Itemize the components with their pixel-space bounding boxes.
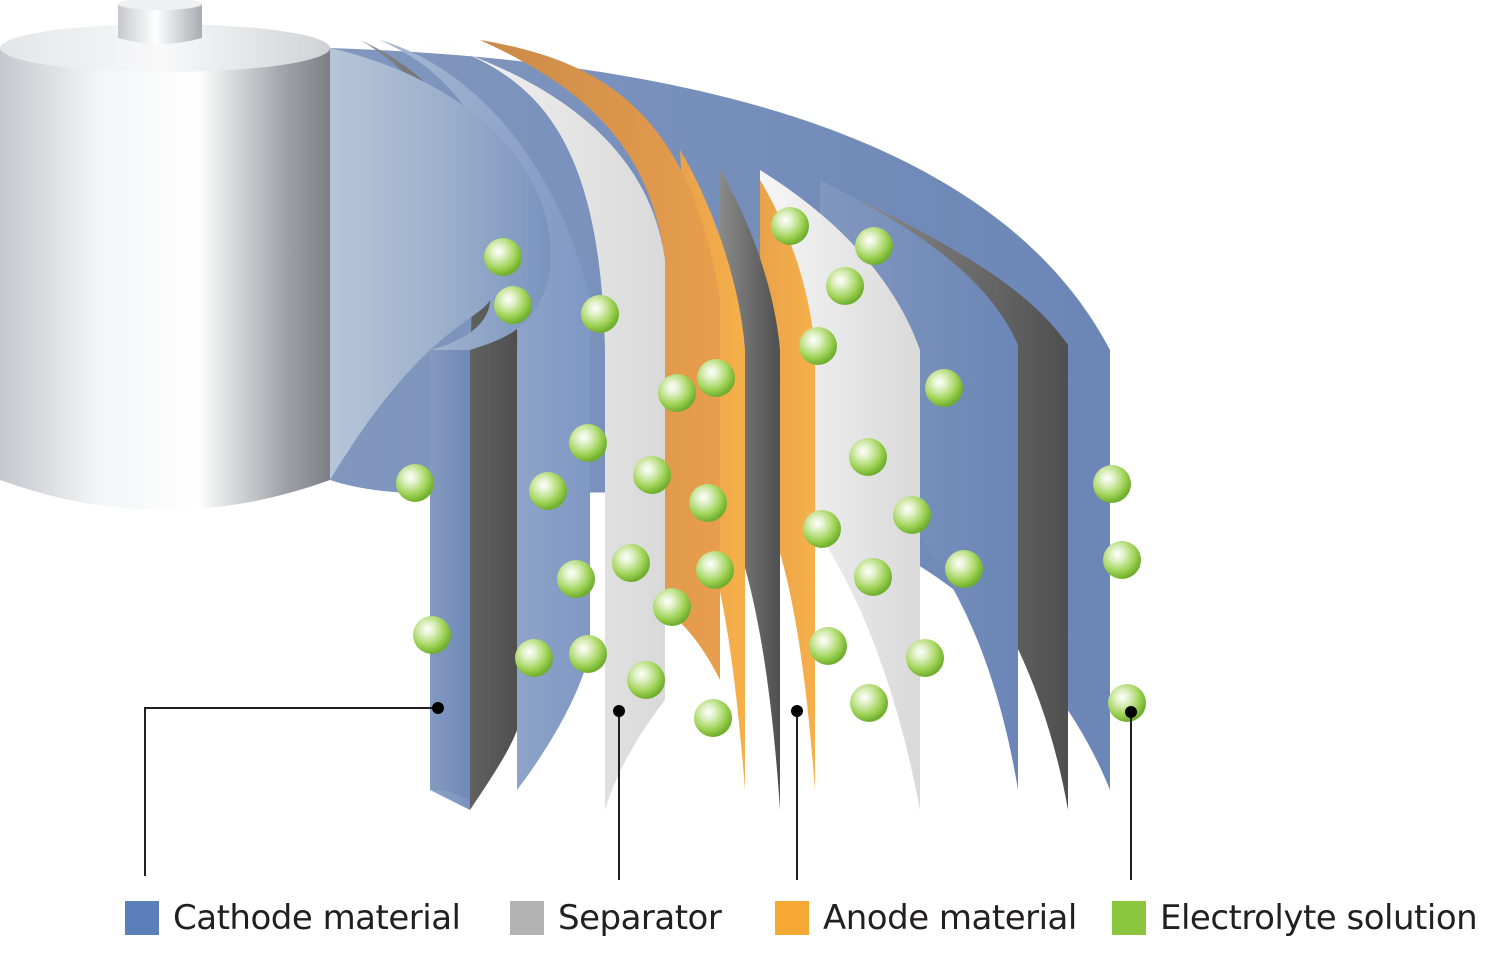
electrolyte-particle <box>893 496 931 534</box>
legend-item-anode: Anode material <box>775 890 1077 946</box>
electrolyte-particle <box>694 699 732 737</box>
callout-dot-anode <box>791 705 803 717</box>
legend-swatch-electrolyte <box>1112 901 1146 935</box>
legend-label-electrolyte: Electrolyte solution <box>1160 898 1478 938</box>
electrolyte-particle <box>569 635 607 673</box>
callout-dot-cathode <box>432 702 444 714</box>
cylinder-core <box>0 0 330 510</box>
electrolyte-particle <box>906 639 944 677</box>
separator-layer-inner <box>420 38 665 810</box>
legend-item-separator: Separator <box>510 890 722 946</box>
electrolyte-particle <box>1103 541 1141 579</box>
electrolyte-particle <box>925 369 963 407</box>
electrolyte-particle <box>850 684 888 722</box>
electrolyte-particle <box>771 207 809 245</box>
electrolyte-particle <box>809 627 847 665</box>
electrolyte-particle <box>849 438 887 476</box>
electrolyte-particles <box>396 207 1146 737</box>
electrolyte-particle <box>413 616 451 654</box>
electrolyte-particle <box>484 238 522 276</box>
electrolyte-particle <box>803 510 841 548</box>
electrolyte-particle <box>396 464 434 502</box>
electrolyte-particle <box>633 456 671 494</box>
legend: Cathode material Separator Anode materia… <box>0 890 1500 946</box>
legend-label-cathode: Cathode material <box>173 898 461 938</box>
electrolyte-particle <box>854 558 892 596</box>
electrolyte-particle <box>581 295 619 333</box>
anode-back-sheet <box>480 40 720 680</box>
callout-dot-electrolyte <box>1125 706 1137 718</box>
legend-swatch-cathode <box>125 901 159 935</box>
legend-label-separator: Separator <box>558 898 722 938</box>
battery-layers-illustration <box>0 0 1146 880</box>
electrolyte-particle <box>696 551 734 589</box>
electrolyte-particle <box>557 560 595 598</box>
legend-item-electrolyte: Electrolyte solution <box>1112 890 1478 946</box>
electrolyte-particle <box>494 286 532 324</box>
electrolyte-particle <box>515 639 553 677</box>
callout-dot-separator <box>613 705 625 717</box>
legend-swatch-anode <box>775 901 809 935</box>
callout-line-cathode <box>144 707 438 876</box>
electrolyte-particle <box>697 359 735 397</box>
electrolyte-particle <box>689 484 727 522</box>
electrolyte-particle <box>799 327 837 365</box>
callouts <box>144 707 1132 880</box>
electrolyte-particle <box>945 550 983 588</box>
legend-swatch-separator <box>510 901 544 935</box>
electrolyte-particle <box>1093 465 1131 503</box>
legend-label-anode: Anode material <box>823 898 1077 938</box>
electrolyte-particle <box>658 374 696 412</box>
electrolyte-particle <box>529 472 567 510</box>
electrolyte-particle <box>855 227 893 265</box>
legend-item-cathode: Cathode material <box>125 890 461 946</box>
electrolyte-particle <box>612 544 650 582</box>
electrolyte-particle <box>653 588 691 626</box>
electrolyte-particle <box>627 661 665 699</box>
electrolyte-particle <box>569 424 607 462</box>
electrolyte-particle <box>826 267 864 305</box>
